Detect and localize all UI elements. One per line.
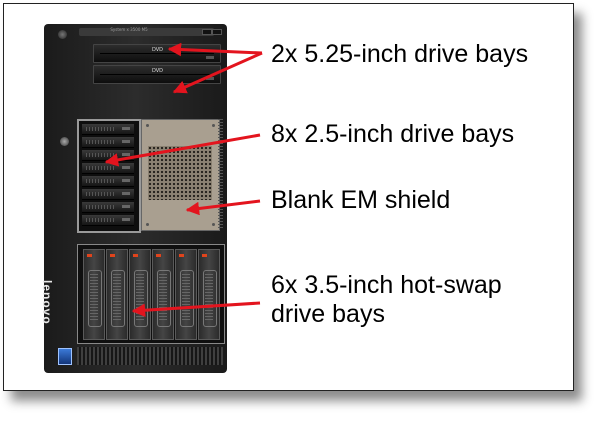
label-odd-bays: 2x 5.25-inch drive bays — [271, 40, 529, 68]
hot-swap-tray — [129, 249, 151, 340]
eject-button — [206, 56, 214, 59]
arrow-odd-top — [167, 42, 263, 57]
small-drive-tray — [82, 176, 134, 187]
label-ssd-bays: 8x 2.5-inch drive bays — [271, 120, 515, 148]
usb-port — [212, 29, 222, 35]
model-label: System x 3500 M5 — [110, 27, 148, 32]
optical-drive-bay-2: DVD — [93, 65, 221, 84]
lock-knob — [60, 137, 69, 146]
shield-mesh — [148, 146, 212, 200]
bottom-vent — [77, 347, 223, 365]
em-shield-panel — [141, 119, 220, 231]
arrow-hdd — [131, 301, 261, 317]
hot-swap-tray — [83, 249, 105, 340]
callout-arrows — [104, 42, 263, 317]
processor-badge — [58, 348, 72, 365]
hot-swap-tray — [175, 249, 197, 340]
side-vent — [218, 119, 223, 229]
operator-panel — [79, 28, 214, 36]
hot-swap-tray — [152, 249, 174, 340]
small-drive-tray — [82, 137, 134, 148]
disc-slot — [100, 74, 214, 75]
small-drive-tray — [82, 202, 134, 213]
label-hdd-line1: 6x 3.5-inch hot-swap — [271, 271, 502, 299]
dvd-logo: DVD — [152, 68, 164, 74]
large-drive-cage — [77, 244, 225, 344]
dvd-logo: DVD — [152, 47, 164, 53]
hot-swap-tray — [198, 249, 220, 340]
eject-button — [206, 77, 214, 80]
arrow-shield — [185, 199, 261, 216]
usb-port — [202, 29, 212, 35]
small-drive-tray — [82, 163, 134, 174]
small-drive-tray — [82, 124, 134, 135]
label-hdd-line2: drive bays — [271, 300, 385, 328]
small-drive-tray — [82, 215, 134, 226]
label-em-shield: Blank EM shield — [271, 186, 451, 214]
arrow-ssd — [104, 133, 261, 167]
small-drive-tray — [82, 189, 134, 200]
hot-swap-tray — [106, 249, 128, 340]
arrow-odd-bottom — [172, 51, 263, 94]
power-button — [58, 30, 67, 39]
figure-frame: System x 3500 M5 DVD DVD — [3, 3, 574, 391]
disc-slot — [100, 53, 214, 54]
